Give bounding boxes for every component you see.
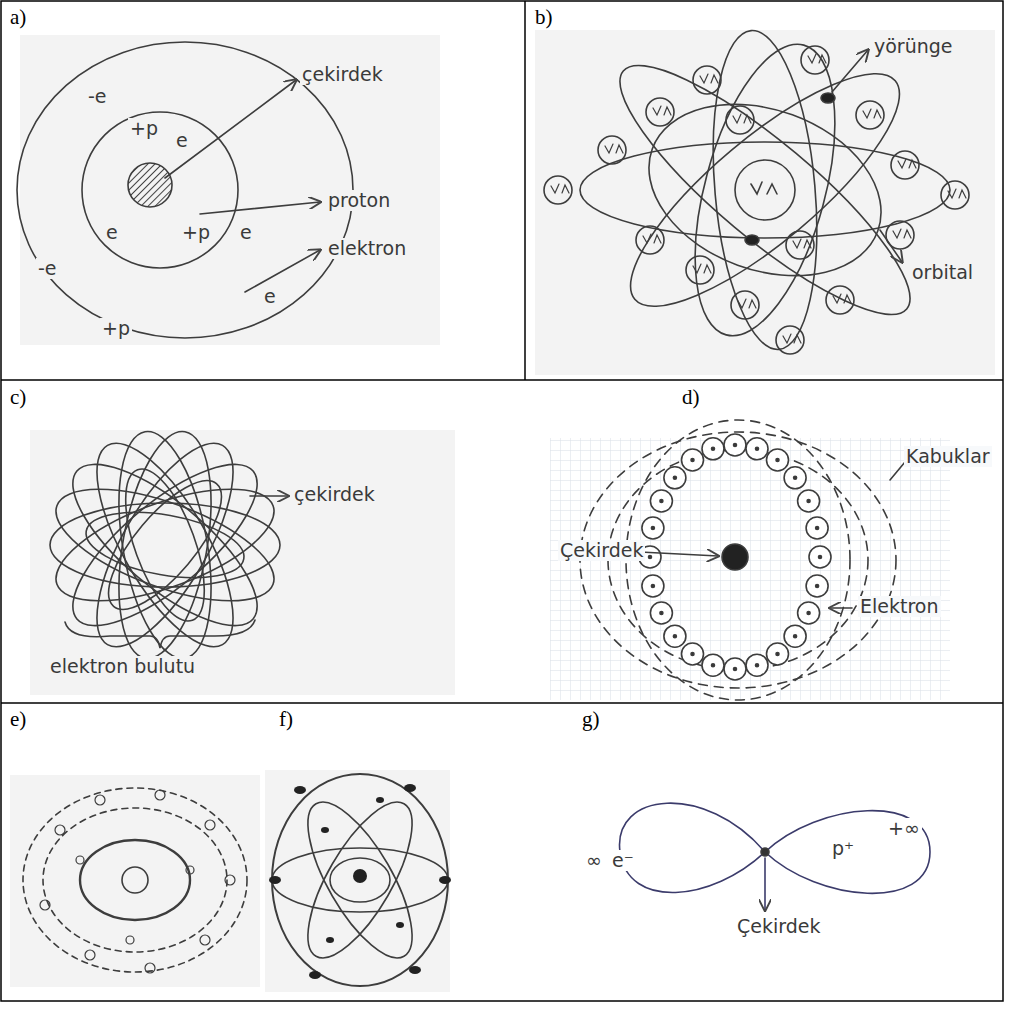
- electron-circle: [798, 490, 820, 512]
- part-label: proton: [326, 190, 392, 211]
- part-label: elektron bulutu: [48, 656, 197, 677]
- part-label: Elektron: [858, 596, 941, 617]
- electron-circle: [746, 654, 768, 676]
- charge-mark: p⁺: [830, 838, 856, 859]
- electron-circle: [746, 438, 768, 460]
- charge-mark: -e: [86, 86, 109, 107]
- electron-circle: [702, 438, 724, 460]
- electron-circle: [664, 467, 686, 489]
- electron-circle: [809, 546, 831, 568]
- electron-circle: [664, 625, 686, 647]
- charge-mark: -e: [36, 258, 59, 279]
- charge-mark: ∞: [584, 850, 604, 871]
- panel-letter: b): [533, 6, 555, 29]
- electron-circle: [724, 434, 746, 456]
- electron-circle: [767, 449, 789, 471]
- electron-circle: [650, 490, 672, 512]
- charge-mark: +p: [128, 118, 160, 139]
- part-label: Çekirdek: [558, 540, 645, 561]
- electron-circle: [784, 467, 806, 489]
- charge-mark: e: [262, 286, 278, 307]
- electron-circle: [642, 575, 664, 597]
- part-label: çekirdek: [300, 64, 385, 85]
- electron-circle: [724, 658, 746, 680]
- charge-mark: +p: [100, 318, 132, 339]
- electron-circle: [784, 625, 806, 647]
- electron-circle: [798, 602, 820, 624]
- part-label: orbital: [910, 262, 975, 283]
- electron-circle: [806, 517, 828, 539]
- electron-circle: [682, 643, 704, 665]
- charge-mark: e⁻: [610, 850, 636, 871]
- panel-letter: f): [277, 708, 295, 731]
- electron-circle: [806, 575, 828, 597]
- part-label: çekirdek: [292, 484, 377, 505]
- electron-circle: [650, 602, 672, 624]
- charge-mark: e: [238, 222, 254, 243]
- part-label: elektron: [326, 238, 408, 259]
- panel-letter: d): [680, 386, 702, 409]
- charge-mark: +p: [180, 222, 212, 243]
- electron-circle: [682, 449, 704, 471]
- part-label: Kabuklar: [904, 446, 992, 467]
- panel-letter: g): [580, 708, 602, 731]
- part-label: Çekirdek: [735, 916, 822, 937]
- panel-letter: c): [8, 386, 28, 409]
- panel-letter: e): [8, 708, 28, 731]
- electron-circle: [767, 643, 789, 665]
- charge-mark: e: [104, 222, 120, 243]
- part-label: yörünge: [872, 36, 955, 57]
- electron-circle: [702, 654, 724, 676]
- panel-letter: a): [8, 6, 28, 29]
- charge-mark: +∞: [886, 818, 922, 839]
- electron-circle: [642, 517, 664, 539]
- charge-mark: e: [174, 130, 190, 151]
